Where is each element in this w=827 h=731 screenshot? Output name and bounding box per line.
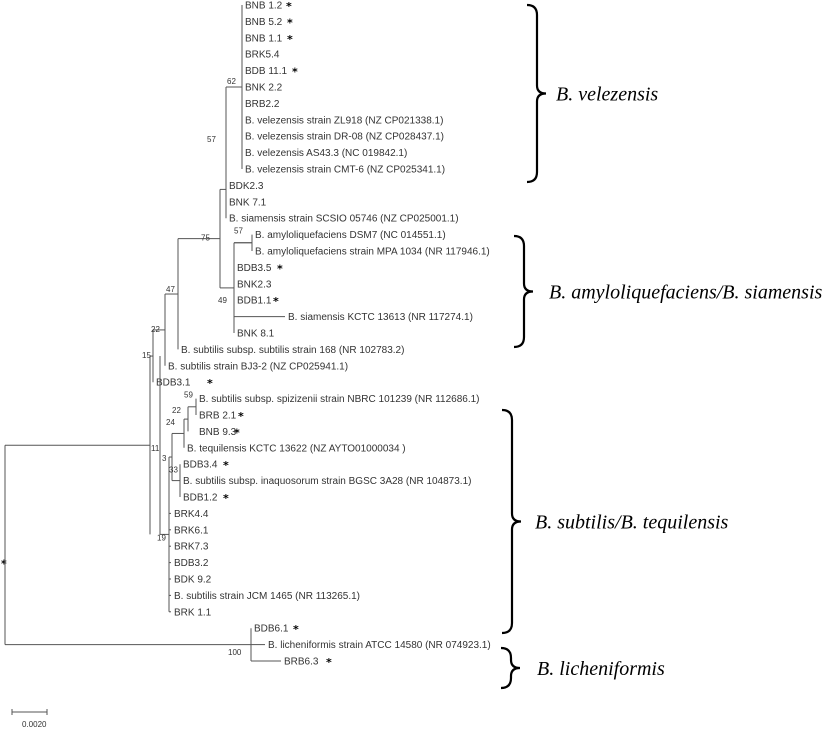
leaf-label: B. subtilis strain BJ3-2 (NZ CP025941.1)	[168, 361, 348, 372]
leaf-label: BDB6.1	[254, 624, 289, 635]
leaf-label: B. siamensis strain SCSIO 05746 (NZ CP02…	[229, 214, 459, 225]
significance-marker: *	[287, 16, 293, 29]
leaf-label: BRB2.2	[245, 99, 280, 110]
leaf-label: BRB 2.1	[199, 411, 237, 422]
leaf-label: B. subtilis subsp. subtilis strain 168 (…	[181, 345, 404, 356]
leaf-label: BDK 9.2	[174, 575, 212, 586]
leaf-label: B. subtilis subsp. inaquosorum strain BG…	[183, 476, 471, 487]
leaf-label: BRB6.3	[284, 657, 319, 668]
leaf-label: BRK 1.1	[174, 607, 212, 618]
leaf-label: BDB3.1	[156, 378, 191, 389]
bootstrap-value: 19	[157, 533, 166, 542]
significance-marker: *	[223, 459, 229, 472]
clade-bracket-velezensis	[526, 3, 547, 184]
bootstrap-value: 22	[172, 406, 181, 415]
bootstrap-value: 59	[184, 391, 193, 400]
significance-marker: *	[287, 33, 293, 46]
leaf-label: BNB 5.2	[245, 17, 283, 28]
bootstrap-value: 3	[162, 454, 167, 463]
significance-marker: *	[238, 410, 244, 423]
bootstrap-value: 75	[201, 234, 210, 243]
leaf-label: BRK6.1	[174, 525, 209, 536]
clade-label: B. licheniformis	[537, 658, 665, 680]
significance-marker: *	[223, 492, 229, 505]
bootstrap-value: 24	[166, 418, 175, 427]
bootstrap-value: 15	[142, 351, 151, 360]
bootstrap-value: 33	[169, 466, 178, 475]
significance-marker: *	[234, 426, 240, 439]
clade-bracket-subtilis-tequilensis	[501, 408, 522, 635]
scale-bar-label: 0.0020	[22, 720, 47, 729]
significance-marker: *	[292, 66, 298, 79]
leaf-label: B. velezensis AS43.3 (NC 019842.1)	[245, 148, 407, 159]
clade-bracket-licheniformis	[500, 646, 521, 690]
bootstrap-value: 57	[207, 135, 216, 144]
leaf-label: BDB 11.1	[245, 66, 287, 77]
leaf-label: B. velezensis strain CMT-6 (NZ CP025341.…	[245, 165, 445, 176]
leaf-label: B. velezensis strain DR-08 (NZ CP028437.…	[245, 132, 444, 143]
leaf-label: BNB 9.3	[199, 427, 237, 438]
leaf-label: BDB3.5	[237, 263, 272, 274]
leaf-label: BNB 1.2	[245, 1, 283, 12]
leaf-label: BDB1.2	[183, 493, 218, 504]
leaf-label: BDB3.2	[174, 558, 209, 569]
leaf-label: B. licheniformis strain ATCC 14580 (NR 0…	[268, 640, 491, 651]
leaf-label: B. subtilis strain JCM 1465 (NR 113265.1…	[174, 591, 360, 602]
leaf-label: BNB 1.1	[245, 33, 283, 44]
leaf-label: B. amyloliquefaciens DSM7 (NC 014551.1)	[255, 230, 446, 241]
leaf-label: B. siamensis KCTC 13613 (NR 117274.1)	[288, 312, 473, 323]
leaf-label: B. tequilensis KCTC 13622 (NZ AYTO010000…	[187, 443, 406, 454]
leaf-label: B. amyloliquefaciens strain MPA 1034 (NR…	[255, 247, 490, 258]
clade-bracket-amyloliquefaciens-siamensis	[513, 234, 534, 349]
leaf-label: BNK 7.1	[229, 197, 267, 208]
bootstrap-value: 57	[234, 227, 243, 236]
significance-marker: *	[293, 623, 299, 636]
clade-label: B. amyloliquefaciens/B. siamensis	[549, 282, 823, 304]
leaf-label: B. subtilis subsp. spizizenii strain NBR…	[199, 394, 480, 405]
leaf-label: BDB3.4	[183, 460, 218, 471]
leaf-label: BNK 2.2	[245, 83, 283, 94]
significance-marker: *	[207, 377, 213, 390]
leaf-label: B. velezensis strain ZL918 (NZ CP021338.…	[245, 115, 443, 126]
significance-marker: *	[277, 262, 283, 275]
leaf-label: BRK5.4	[245, 50, 280, 61]
leaf-label: BDB1.1	[237, 296, 272, 307]
leaf-label: BNK 8.1	[237, 329, 275, 340]
bootstrap-value: 62	[227, 77, 236, 86]
significance-marker: *	[286, 0, 292, 13]
bootstrap-value: 49	[218, 296, 227, 305]
significance-marker: *	[1, 558, 7, 571]
leaf-label: BDK2.3	[229, 181, 264, 192]
clade-label: B. subtilis/B. tequilensis	[535, 512, 729, 534]
leaf-label: BNK2.3	[237, 279, 272, 290]
leaf-label: BRK4.4	[174, 509, 209, 520]
bootstrap-value: 100	[228, 648, 242, 657]
bootstrap-value: 22	[151, 325, 160, 334]
leaf-label: BRK7.3	[174, 542, 209, 553]
clade-label: B. velezensis	[556, 84, 658, 106]
significance-marker: *	[326, 656, 332, 669]
bootstrap-value: 47	[166, 285, 175, 294]
bootstrap-value: 11	[151, 444, 160, 453]
significance-marker: *	[273, 295, 279, 308]
